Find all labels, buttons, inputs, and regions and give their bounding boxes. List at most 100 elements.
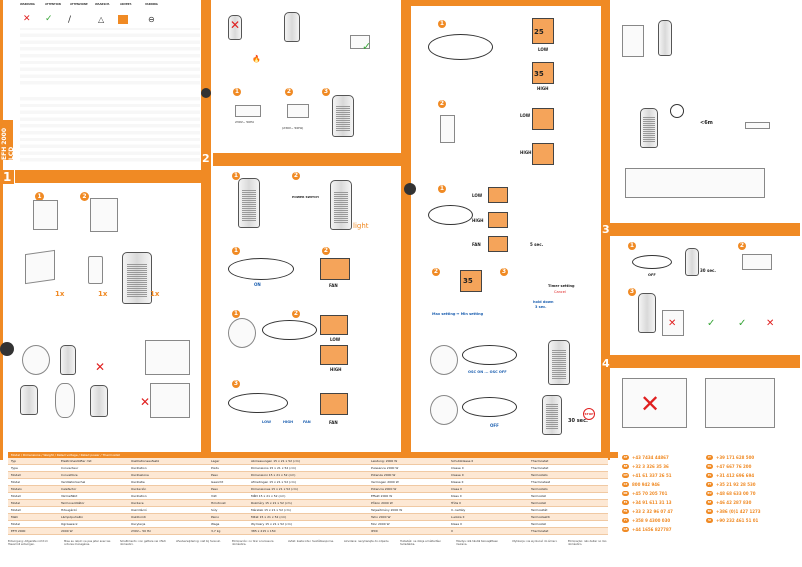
table-cell: Model	[8, 479, 58, 486]
phone-number: +386 (0)1 427 1273	[716, 509, 761, 514]
heater-plugged	[332, 95, 354, 137]
clean-step-2: 2	[738, 242, 746, 250]
country-code: IT	[706, 455, 713, 460]
sec30-label: 30 sec.	[568, 418, 588, 424]
table-cell: Modell	[8, 472, 58, 479]
country-code: SE	[706, 500, 713, 505]
fan-label: FAN	[329, 283, 338, 288]
mode-step-2: 2	[292, 310, 300, 318]
heater-switch-view	[238, 178, 260, 228]
phone-number: +32 3 326 35 36	[632, 464, 669, 469]
table-cell: Dimensioni 15 x 21 x 52 (cm)	[248, 472, 368, 479]
model-title: EFH 2000 LCD	[1, 127, 15, 160]
hand-icon-dark	[201, 88, 211, 98]
phone-entry: SI+90 232 461 51 01	[706, 516, 801, 525]
country-code: NL	[706, 464, 713, 469]
unplug-illustration	[742, 254, 772, 270]
remote-illustration	[88, 256, 103, 284]
x-mark-2: ✕	[140, 395, 151, 409]
lcd-timer-low	[488, 187, 508, 203]
step-2-badge: 2	[80, 192, 89, 201]
table-cell: Ogrzewacz	[58, 521, 128, 528]
remote-temp	[428, 34, 493, 60]
clean-step-1: 1	[628, 242, 636, 250]
warning-icon-row: WARNUNG ATTENTION ATTENZIONE WAARSCH. AD…	[20, 3, 158, 6]
timer-step-3: 3	[500, 268, 508, 276]
mode-step-1: 1	[232, 310, 240, 318]
country-code: CH	[622, 473, 629, 478]
low-label-c: LOW	[520, 113, 531, 118]
section-3-number: 3	[602, 223, 610, 236]
cancel-label: Cancel	[554, 290, 566, 294]
section-2-number: 2	[202, 152, 210, 165]
stop-sign-icon: STOP	[583, 408, 595, 420]
col4-left-strip	[601, 0, 610, 460]
heater-cover-warning	[20, 385, 38, 415]
timer-value: 35	[463, 277, 473, 285]
table-cell: Oszillationsaufsatz	[128, 458, 208, 465]
lcd-temp-c	[532, 108, 554, 130]
lcd-low-display	[320, 315, 348, 335]
country-code: RU	[706, 491, 713, 496]
power-volts-label: 230V~ 50Hz	[235, 120, 254, 124]
heater-light-view	[330, 180, 352, 230]
table-cell: Oscillation	[128, 493, 208, 500]
hold-down-label: hold down	[533, 300, 554, 304]
country-code: BE	[622, 464, 629, 469]
country-code: SI	[706, 518, 713, 523]
manual-qty: 1x	[55, 290, 65, 298]
off-hand-illustration	[430, 395, 458, 425]
heater-step-a	[228, 15, 242, 40]
table-cell: Termoventilátor	[58, 500, 128, 507]
off-label-b: OFF	[648, 273, 656, 277]
wiring-diagram	[625, 168, 765, 198]
remote-timer	[428, 205, 473, 225]
table-cell: Peso	[208, 472, 248, 479]
step-1-badge: 1	[35, 192, 44, 201]
table-cell: Termostat	[528, 493, 608, 500]
phone-number: +31 412 696 694	[716, 473, 755, 478]
prohibited-cross-icon: ✕	[23, 14, 31, 24]
phone-entry: ES+34 91 611 31 13	[622, 498, 707, 507]
phone-entry: NL+47 667 76 200	[706, 462, 801, 471]
temp-step-2: 2	[438, 100, 446, 108]
table-cell: Paino	[208, 514, 248, 521]
country-code: PL	[706, 473, 713, 478]
footer-note: Avfall: kasta inte i hushållssoporna.	[288, 540, 334, 543]
phone-entry: RU+48 68 633 00 70	[706, 489, 801, 498]
lcd-fan-cycle	[320, 393, 348, 415]
manual-illustration	[25, 249, 55, 285]
table-cell: Thermostat	[528, 528, 608, 535]
lcd-timer-fan	[488, 236, 508, 252]
table-cell: Termostato	[528, 472, 608, 479]
temp-high-value: 35	[534, 70, 544, 78]
table-cell: Schutzklasse II	[448, 458, 528, 465]
section-1-number-band	[0, 170, 14, 184]
remote-distance-illustration	[670, 104, 684, 118]
seq-high-b: HIGH	[472, 218, 484, 223]
table-cell: Lämpöpuhallin	[58, 514, 128, 521]
col2-left-strip	[201, 0, 211, 460]
table-cell: Elektroheizlüfter mit	[58, 458, 128, 465]
phone-number: +41 61 337 26 51	[632, 473, 672, 478]
table-cell: Rozměry 15 x 21 x 52 (cm)	[248, 500, 368, 507]
thermometer-illustration	[440, 115, 455, 143]
table-cell: Puissance 2000 W	[368, 465, 448, 472]
power-step-1: 1	[233, 88, 241, 96]
section-1-header-bar	[15, 170, 201, 183]
table-cell: Oskillointi	[128, 514, 208, 521]
footer-note: Mise au rebut: ne pas jeter avec les ord…	[64, 540, 111, 546]
power-step-3: 3	[322, 88, 330, 96]
country-code: SK	[706, 509, 713, 514]
on-step-1: 1	[232, 247, 240, 255]
switch-step-2: 2	[292, 172, 300, 180]
x-mark-clean-2: ✕	[766, 318, 775, 329]
distance-label: <6m	[700, 120, 713, 126]
high-label-c: HIGH	[520, 150, 532, 155]
